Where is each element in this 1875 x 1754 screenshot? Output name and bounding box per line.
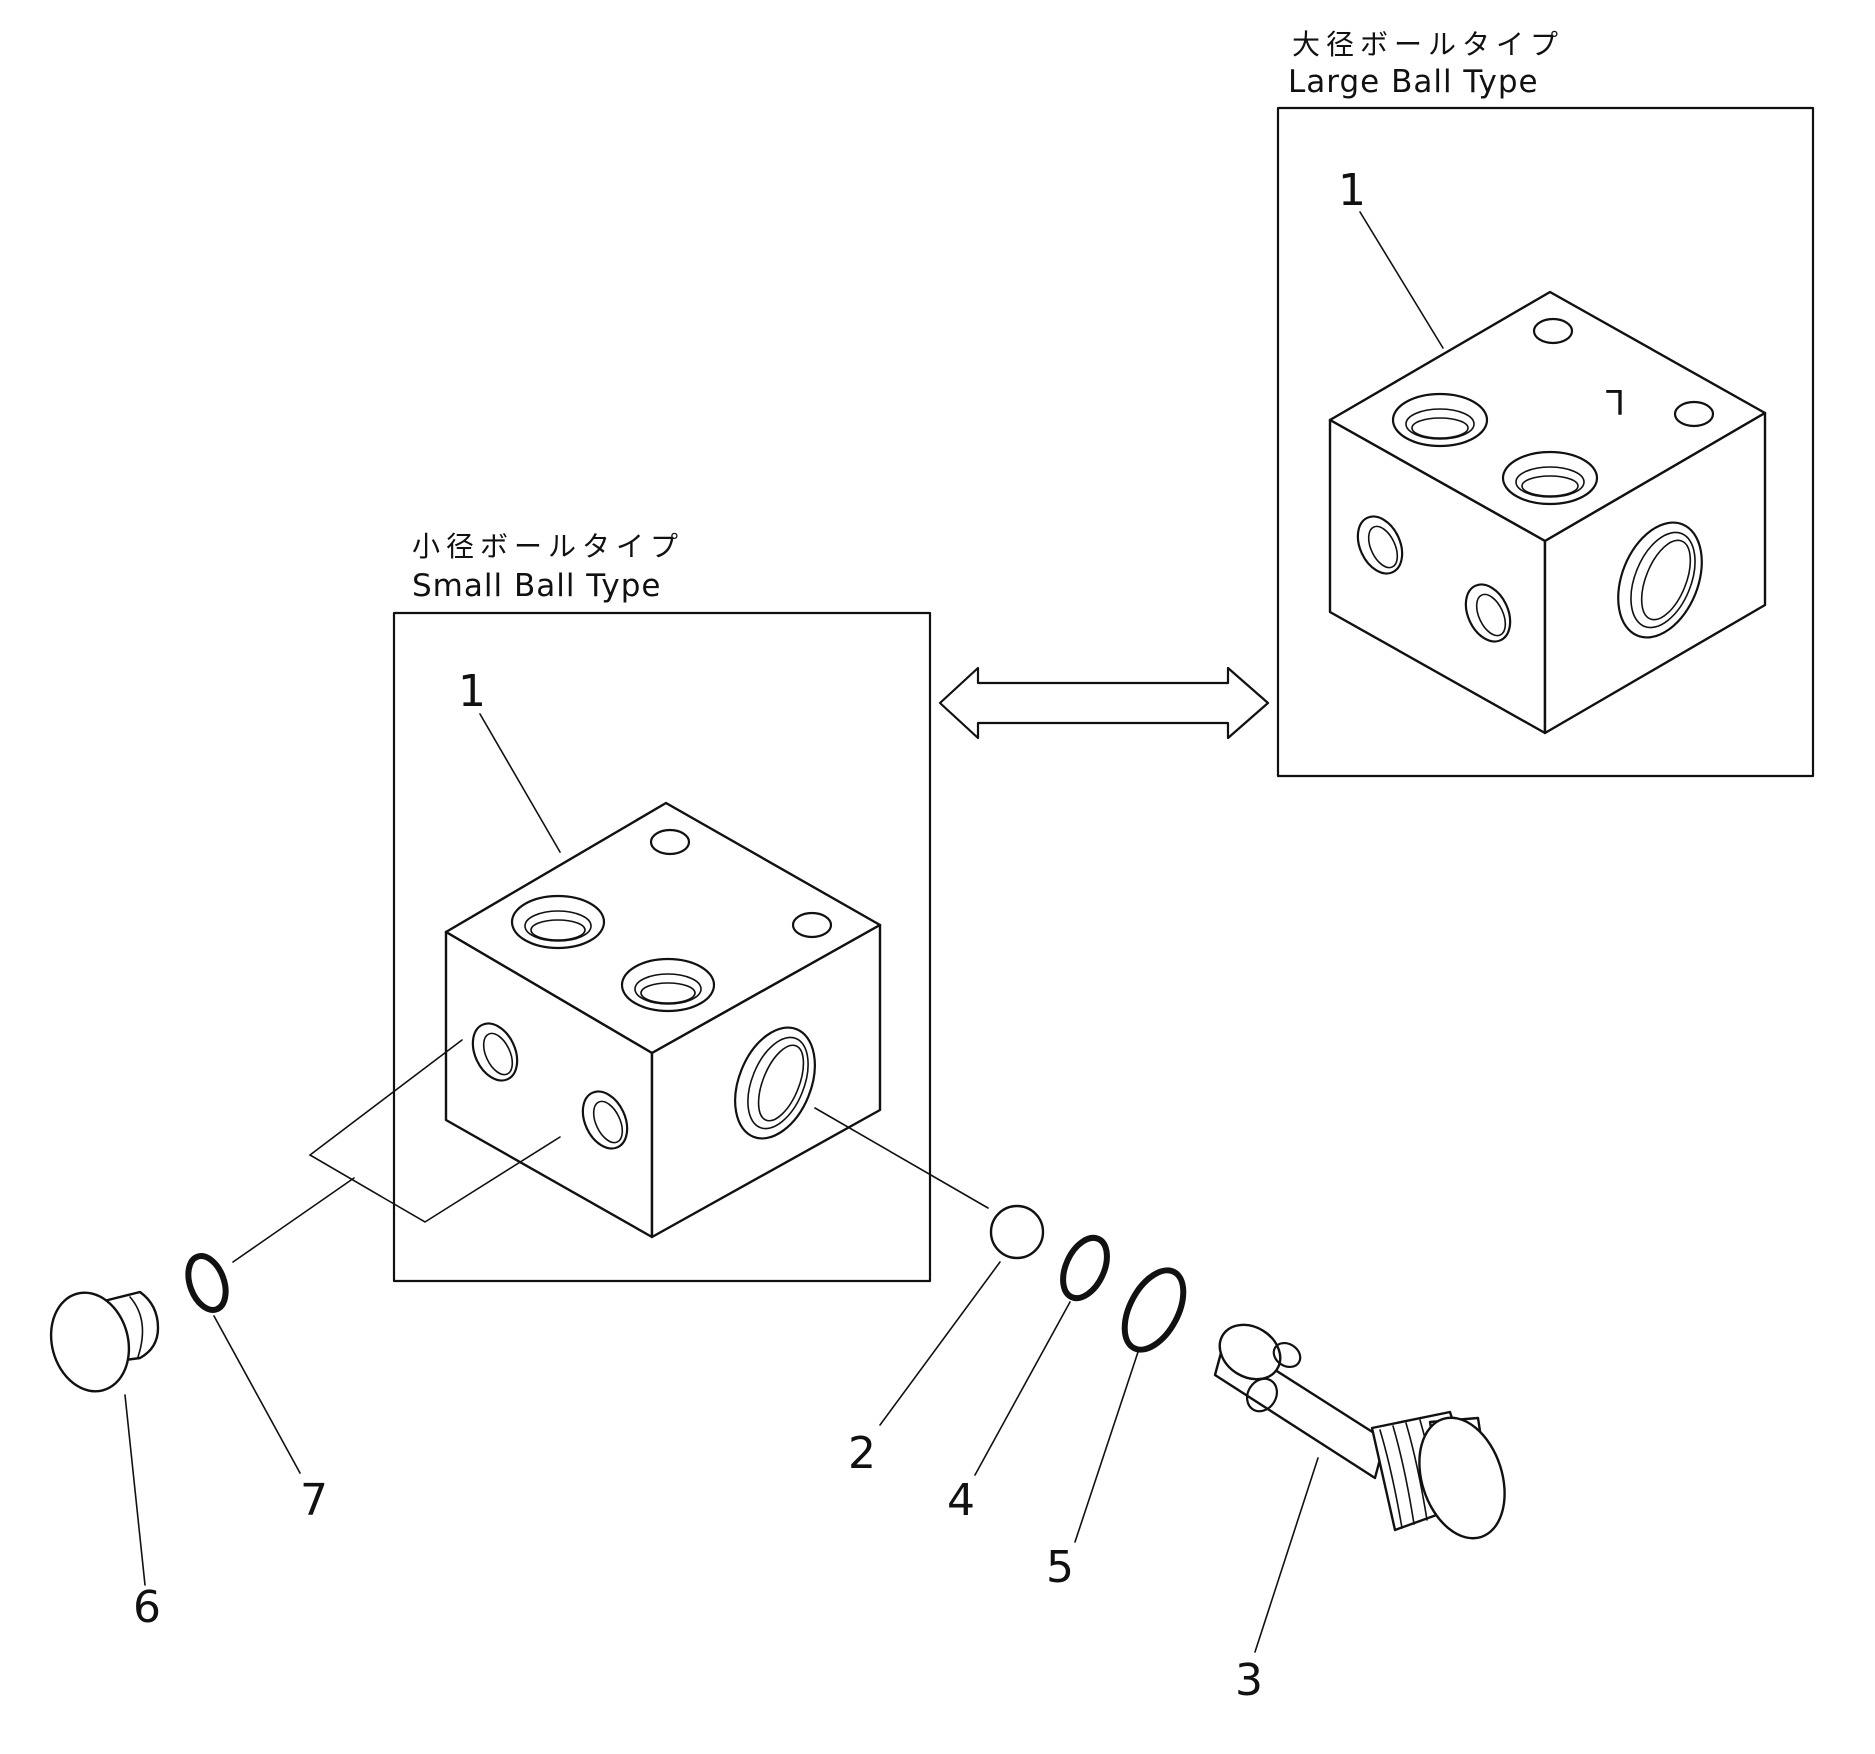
leader-5 — [1074, 1351, 1139, 1543]
large-small-hole-2 — [1673, 400, 1715, 428]
large-port-top-2 — [1501, 450, 1599, 506]
leader-to-ball-2 — [814, 1107, 989, 1209]
valve-plug-part-3 — [1213, 1323, 1506, 1540]
large-ball-type-label-en: Large Ball Type — [1288, 64, 1539, 100]
leader-to-oring-7 — [232, 1177, 355, 1263]
small-port-top-1 — [510, 894, 606, 950]
leader-1-large — [1359, 211, 1444, 349]
large-port-left-1 — [1356, 515, 1404, 575]
leader-bracket-left-ports — [308, 1039, 561, 1223]
leader-2 — [879, 1261, 1001, 1426]
leader-4 — [974, 1301, 1071, 1476]
large-port-top-1 — [1391, 392, 1489, 448]
callout-5: 5 — [1046, 1542, 1074, 1593]
small-small-hole-2 — [791, 911, 833, 939]
assembly-leaders — [232, 1039, 989, 1263]
small-ball-type-label-en: Small Ball Type — [412, 568, 662, 604]
leader-7 — [213, 1315, 301, 1474]
valve-block-large: L — [1328, 290, 1767, 735]
large-ball-type-label-jp: 大径ボールタイプ — [1292, 28, 1564, 61]
small-ball-type-group: 小径ボールタイプ Small Ball Type — [392, 530, 932, 1283]
valve-block-small — [444, 801, 882, 1239]
oring-part-4 — [1060, 1234, 1110, 1302]
leader-3 — [1254, 1457, 1319, 1653]
large-ball-type-group: 大径ボールタイプ Large Ball Type L — [1276, 28, 1815, 778]
block-right-face — [650, 923, 882, 1239]
callout-6: 6 — [133, 1582, 161, 1633]
block-marking-l: L — [1606, 381, 1625, 421]
small-port-left-2 — [581, 1090, 629, 1150]
callout-1-large: 1 — [1338, 165, 1366, 216]
plug-part-6 — [49, 1290, 160, 1393]
large-port-right — [1617, 521, 1703, 639]
small-ball-type-label-jp: 小径ボールタイプ — [412, 530, 684, 563]
callout-2: 2 — [848, 1428, 876, 1479]
callout-7: 7 — [300, 1475, 328, 1526]
small-port-right — [734, 1026, 816, 1140]
large-small-hole-1 — [1532, 317, 1574, 345]
block-right-face — [1543, 411, 1767, 735]
oring-part-5 — [1121, 1267, 1187, 1353]
large-ball-type-frame — [1276, 106, 1815, 778]
oring-part-7 — [185, 1253, 229, 1313]
callout-1-small: 1 — [458, 666, 486, 717]
leader-6 — [124, 1394, 146, 1586]
interchange-arrow — [938, 666, 1270, 740]
small-ball-type-frame — [392, 611, 932, 1283]
callout-4: 4 — [947, 1475, 975, 1526]
callout-3: 3 — [1235, 1655, 1263, 1706]
large-port-left-2 — [1464, 583, 1512, 643]
small-port-left-1 — [471, 1022, 519, 1082]
leader-1-small — [479, 713, 561, 853]
small-port-top-2 — [620, 957, 716, 1013]
small-small-hole-1 — [649, 828, 691, 856]
ball-part-2 — [989, 1204, 1045, 1260]
